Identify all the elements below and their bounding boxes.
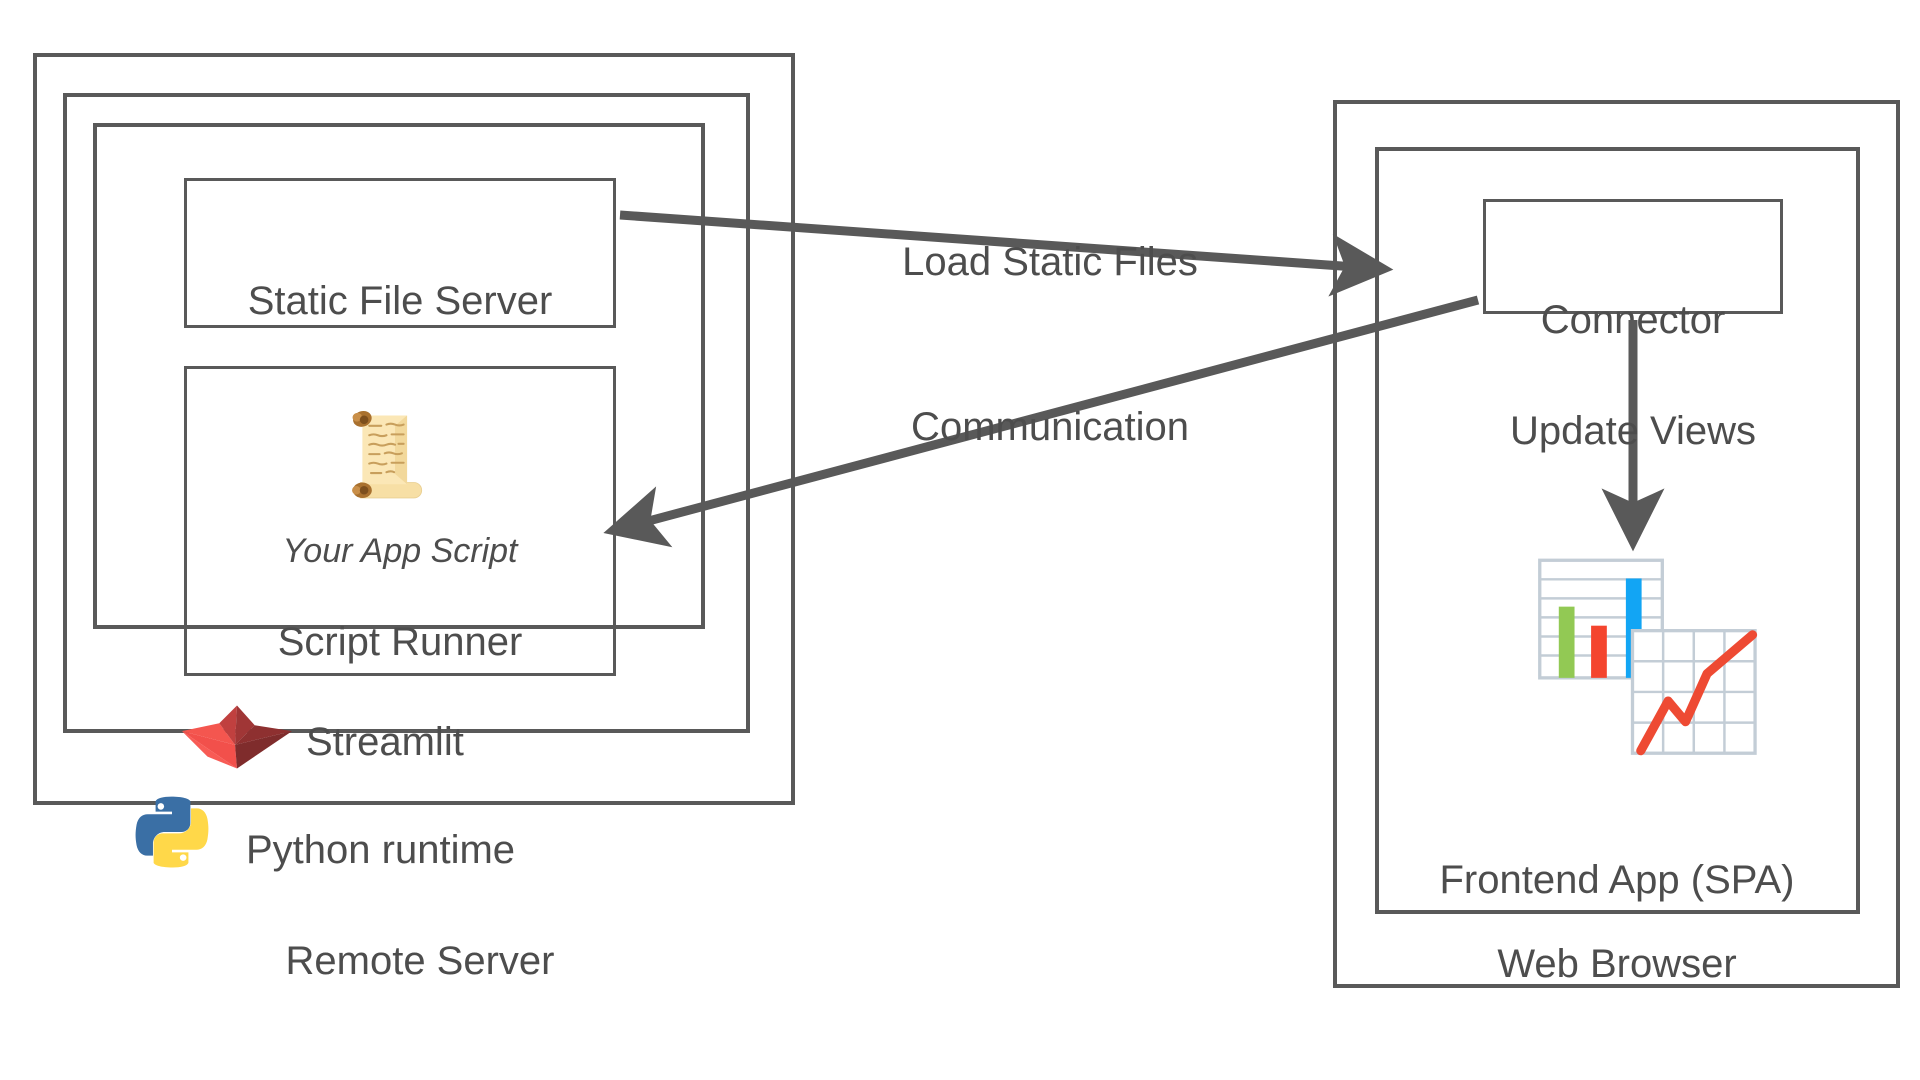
web-browser-label: Web Browser [1497, 942, 1737, 986]
communication-label: Communication [911, 405, 1189, 449]
connector-box[interactable] [1483, 199, 1783, 314]
script-runner-label: Script Runner [277, 620, 523, 664]
load-static-files-arrow [619, 210, 1394, 297]
static-file-server-box[interactable] [184, 178, 616, 328]
frontend-app-label: Frontend App (SPA) [1439, 858, 1795, 902]
static-file-server-label: Static File Server [247, 279, 553, 323]
python-logo-icon [130, 790, 214, 874]
load-static-files-label: Load Static Files [902, 240, 1198, 284]
frontend-app-box [1375, 147, 1860, 914]
remote-server-label: Remote Server [285, 939, 555, 983]
streamlit-label: Streamlit [306, 720, 464, 764]
streamlit-logo-icon [178, 700, 296, 774]
streamlit-box [93, 123, 705, 629]
web-browser-box [1333, 100, 1900, 988]
scroll-emoji-icon [328, 400, 438, 510]
your-app-script-label: Your App Script [282, 532, 518, 570]
communication-arrow [603, 295, 1480, 548]
update-views-label: Update Views [1509, 409, 1757, 453]
python-runtime-label: Python runtime [246, 828, 516, 872]
python-runtime-box [63, 93, 750, 733]
bar-and-line-chart-emoji-icon [1500, 548, 1765, 763]
remote-server-box [33, 53, 795, 805]
